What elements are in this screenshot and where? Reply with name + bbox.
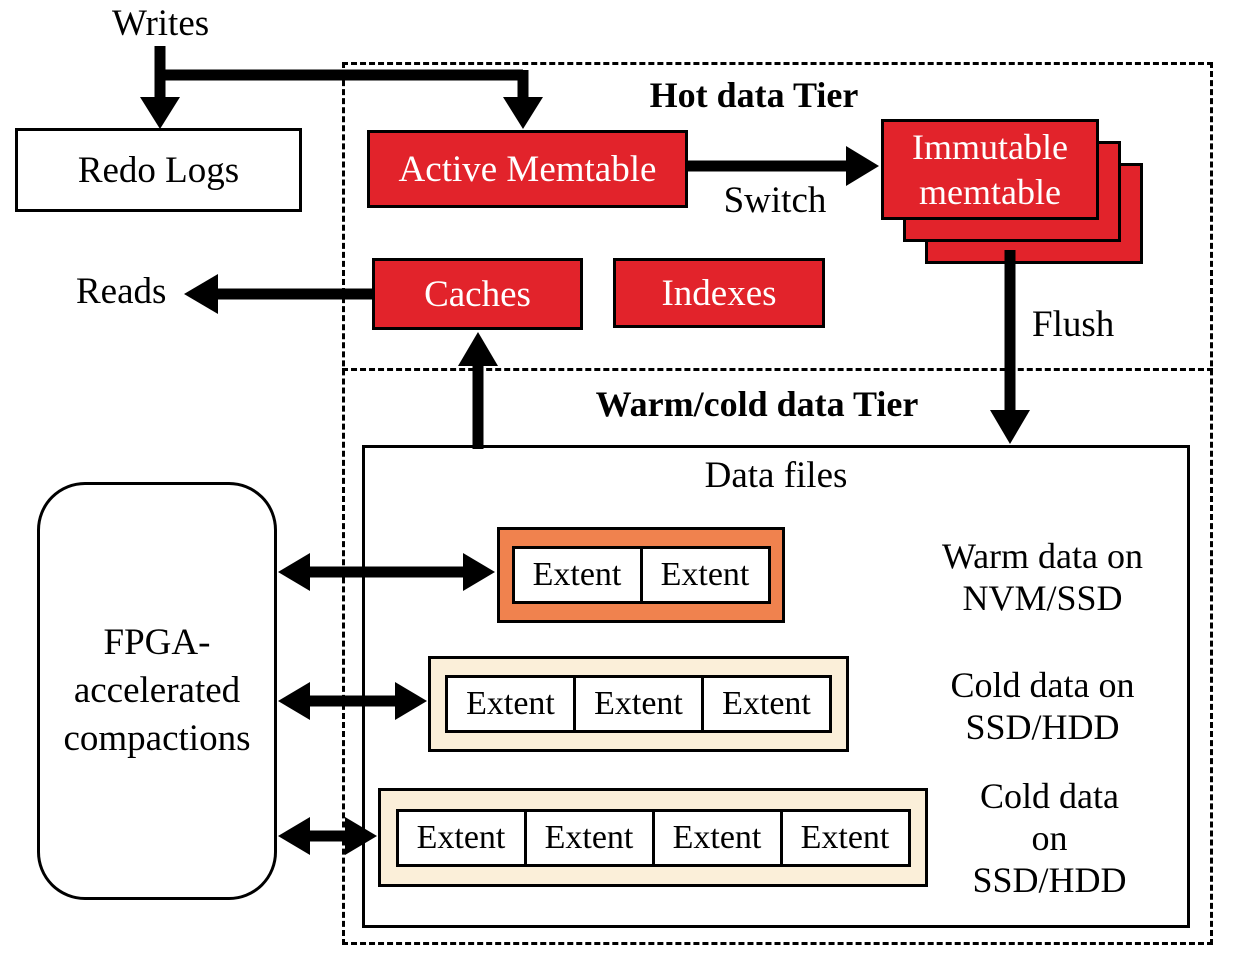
extent-label: Extent bbox=[416, 818, 506, 856]
immutable-memtable-box: Immutable memtable bbox=[881, 119, 1099, 220]
extent-group-cold-2: Extent Extent Extent Extent bbox=[378, 788, 928, 887]
reads-label: Reads bbox=[76, 271, 167, 312]
immutable-memtable-label-line1: Immutable bbox=[912, 126, 1068, 167]
fpga-label-line: accelerated bbox=[73, 670, 241, 711]
redo-logs-label: Redo Logs bbox=[77, 149, 240, 191]
extent-label: Extent bbox=[800, 818, 890, 856]
redo-logs-box: Redo Logs bbox=[15, 128, 302, 212]
storage-label-line: SSD/HDD bbox=[972, 860, 1127, 900]
warm-cold-tier-title: Warm/cold data Tier bbox=[595, 384, 919, 424]
writes-label: Writes bbox=[112, 3, 210, 44]
extent-cell: Extent bbox=[779, 808, 911, 867]
tier-divider-dashed-line bbox=[342, 368, 1213, 371]
caches-label: Caches bbox=[424, 273, 531, 315]
flush-label: Flush bbox=[1032, 304, 1115, 345]
extent-label: Extent bbox=[722, 685, 811, 722]
active-memtable-box: Active Memtable bbox=[367, 130, 688, 208]
extent-label: Extent bbox=[544, 818, 634, 856]
cold-data-storage-label-1: Cold data on SSD/HDD bbox=[930, 664, 1155, 748]
extent-label: Extent bbox=[672, 818, 762, 856]
tier-dashed-frame bbox=[342, 62, 1213, 945]
extent-cell: Extent bbox=[395, 808, 527, 867]
hot-tier-title: Hot data Tier bbox=[649, 75, 859, 115]
extent-label: Extent bbox=[466, 685, 555, 722]
storage-label-line: Warm data on bbox=[941, 536, 1144, 576]
storage-label-line: SSD/HDD bbox=[965, 707, 1120, 747]
extent-cell: Extent bbox=[651, 808, 783, 867]
fpga-compactions-box: FPGA- accelerated compactions bbox=[37, 482, 277, 900]
extent-group-cold-1: Extent Extent Extent bbox=[428, 656, 849, 752]
extent-cell: Extent bbox=[701, 675, 832, 733]
extent-label: Extent bbox=[660, 556, 750, 593]
extent-label: Extent bbox=[594, 685, 683, 722]
fpga-label-line: FPGA- bbox=[103, 622, 211, 663]
extent-label: Extent bbox=[532, 556, 622, 593]
switch-label: Switch bbox=[723, 180, 827, 221]
extent-cell: Extent bbox=[445, 675, 576, 733]
immutable-memtable-label-line2: memtable bbox=[919, 171, 1061, 212]
active-memtable-label: Active Memtable bbox=[398, 148, 657, 190]
storage-label-line: NVM/SSD bbox=[962, 578, 1123, 618]
extent-cell: Extent bbox=[511, 546, 643, 604]
indexes-box: Indexes bbox=[613, 258, 825, 328]
data-files-title: Data files bbox=[704, 455, 848, 496]
extent-group-warm: Extent Extent bbox=[497, 527, 785, 623]
warm-data-storage-label: Warm data on NVM/SSD bbox=[925, 535, 1160, 619]
extent-cell: Extent bbox=[573, 675, 704, 733]
indexes-label: Indexes bbox=[661, 272, 777, 314]
storage-label-line: on bbox=[1031, 818, 1068, 858]
cold-data-storage-label-2: Cold data on SSD/HDD bbox=[942, 775, 1157, 901]
storage-label-line: Cold data on bbox=[950, 665, 1135, 705]
extent-cell: Extent bbox=[523, 808, 655, 867]
caches-box: Caches bbox=[372, 258, 583, 330]
storage-label-line: Cold data bbox=[980, 776, 1119, 816]
extent-cell: Extent bbox=[639, 546, 771, 604]
fpga-compactions-label: FPGA- accelerated compactions bbox=[63, 619, 250, 763]
fpga-label-line: compactions bbox=[63, 718, 251, 759]
